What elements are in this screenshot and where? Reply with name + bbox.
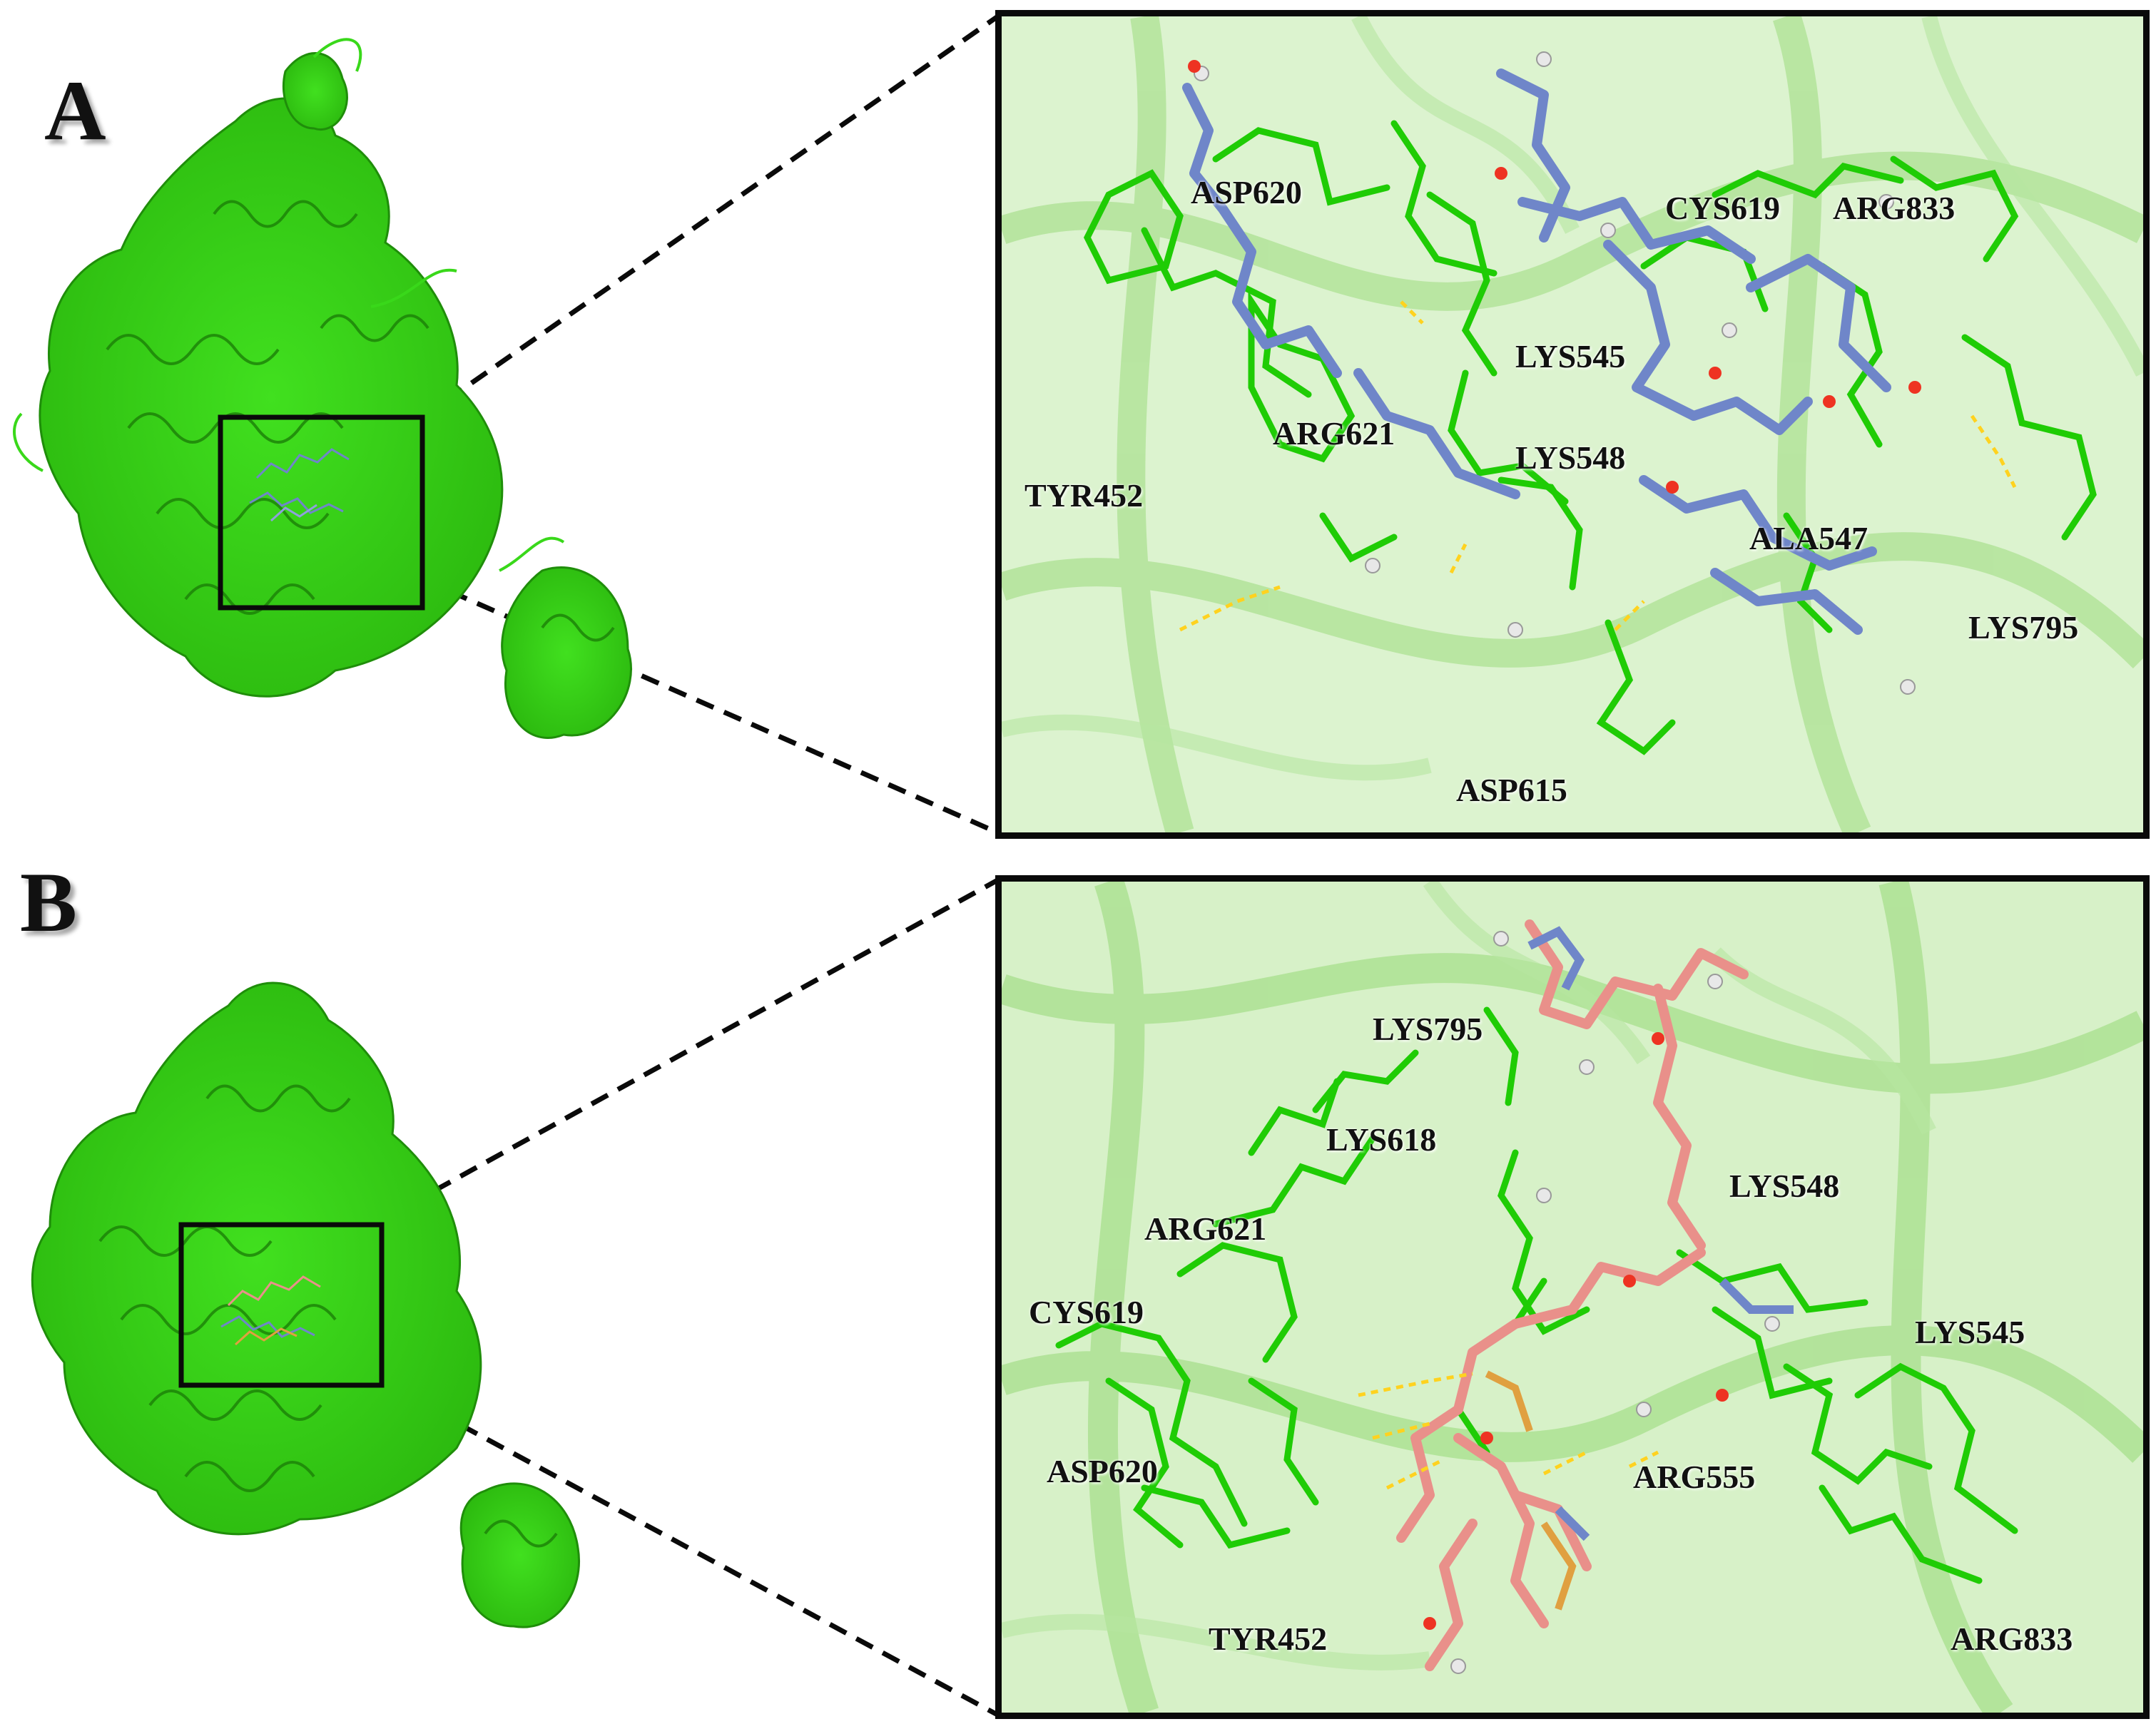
label-a-lys548: LYS548 [1515, 439, 1626, 476]
label-a-arg833: ARG833 [1833, 190, 1956, 226]
inset-b: LYS795 LYS618 LYS548 ARG621 CYS619 LYS54… [995, 875, 2150, 1719]
inset-a-structure [1002, 16, 2143, 832]
label-a-cys619: CYS619 [1665, 190, 1781, 226]
label-a-ala547: ALA547 [1749, 520, 1868, 556]
label-a-asp620: ASP620 [1191, 174, 1302, 210]
label-b-lys545: LYS545 [1915, 1314, 2025, 1350]
panel-letter-b: B [20, 855, 78, 949]
label-b-arg621: ARG621 [1144, 1210, 1267, 1247]
label-b-lys795: LYS795 [1373, 1011, 1483, 1047]
label-a-arg621: ARG621 [1273, 415, 1395, 452]
label-b-lys548: LYS548 [1729, 1168, 1840, 1204]
protein-overview-b [31, 981, 580, 1628]
panel-letter-a: A [44, 63, 106, 158]
label-b-lys618: LYS618 [1326, 1121, 1437, 1158]
inset-a: ASP620 CYS619 ARG833 LYS545 ARG621 TYR45… [995, 10, 2150, 839]
protein-overview-a [13, 38, 632, 739]
label-b-asp620: ASP620 [1047, 1453, 1158, 1489]
label-b-arg555: ARG555 [1633, 1459, 1756, 1495]
label-b-cys619: CYS619 [1029, 1294, 1144, 1330]
label-b-tyr452: TYR452 [1209, 1621, 1328, 1657]
inset-b-structure [1002, 882, 2143, 1713]
label-a-lys545: LYS545 [1515, 338, 1626, 374]
label-a-lys795: LYS795 [1968, 609, 2079, 646]
label-a-tyr452: TYR452 [1024, 477, 1144, 514]
label-b-arg833: ARG833 [1951, 1621, 2073, 1657]
label-a-asp615: ASP615 [1456, 772, 1567, 808]
